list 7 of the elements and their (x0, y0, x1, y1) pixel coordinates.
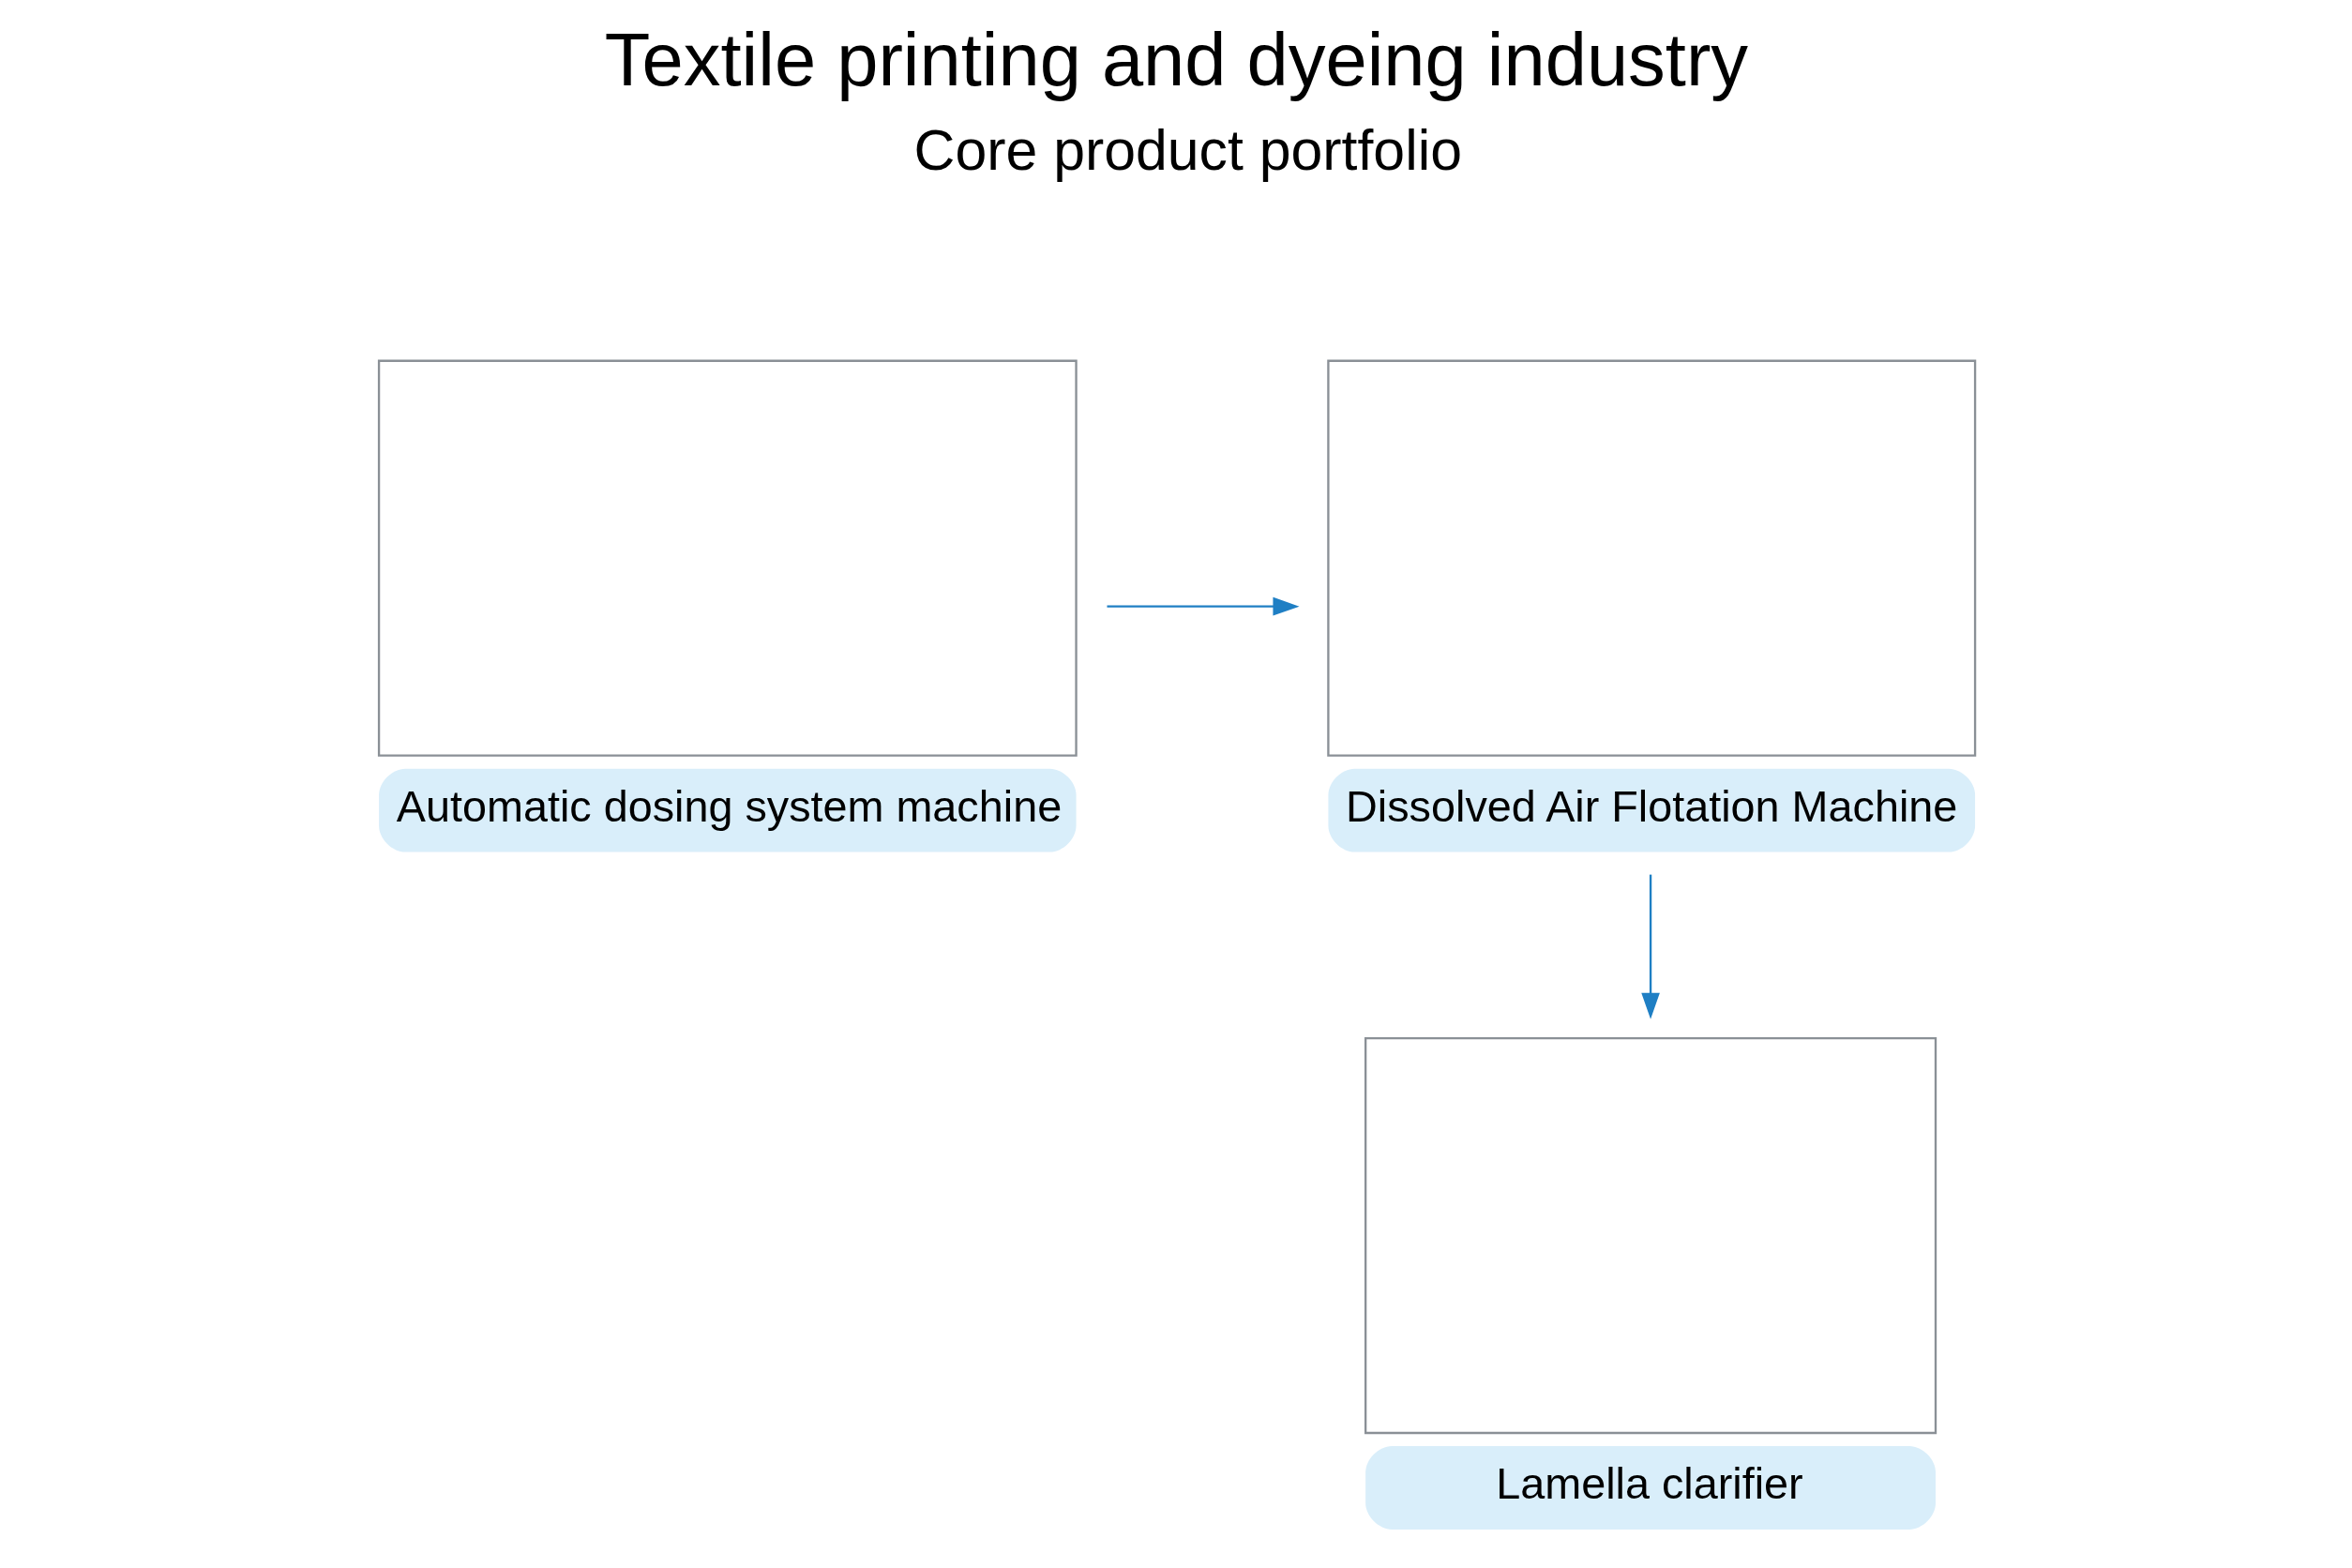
arrow (1107, 596, 1300, 616)
diagram-title: Textile printing and dyeing industry (604, 17, 1748, 101)
arrow (1640, 874, 1660, 1019)
node-label: Automatic dosing system machine (396, 781, 1062, 831)
label: Core product portfolio (913, 117, 1462, 182)
node-label: Dissolved Air Flotation Machine (1345, 781, 1957, 831)
node-label: Lamella clarifier (1495, 1459, 1803, 1509)
